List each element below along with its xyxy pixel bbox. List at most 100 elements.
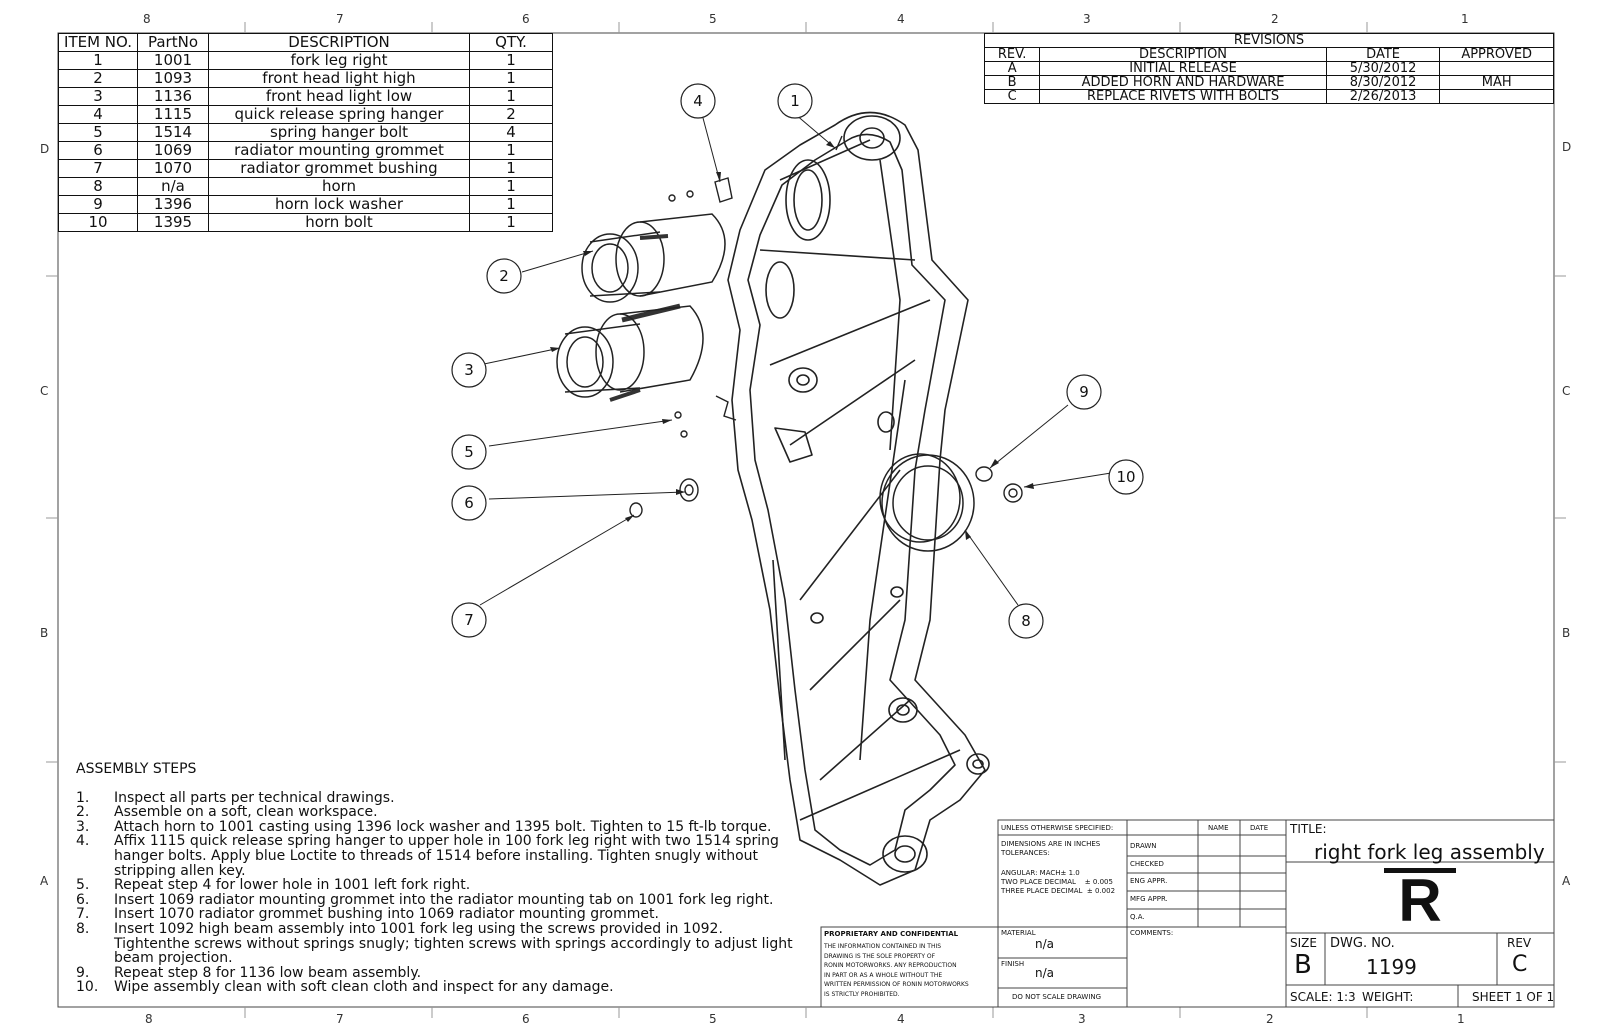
tb-mfg-appr: MFG APPR. bbox=[1130, 895, 1168, 903]
zone-bottom-5: 5 bbox=[709, 1012, 717, 1026]
balloon-label-7: 7 bbox=[464, 611, 474, 629]
zone-bottom-8: 8 bbox=[145, 1012, 153, 1026]
bom-description: fork leg right bbox=[208, 51, 470, 70]
bom-qty: 1 bbox=[469, 195, 553, 214]
zone-top-4: 4 bbox=[897, 12, 905, 26]
zone-left-a: A bbox=[40, 874, 49, 888]
assembly-step: 9. Repeat step 8 for 1136 low beam assemb… bbox=[76, 964, 796, 981]
zone-top-6: 6 bbox=[522, 12, 530, 26]
assembly-step-number: 10. bbox=[76, 979, 99, 996]
tb-eng-appr: ENG APPR. bbox=[1130, 877, 1168, 885]
bom-item-no: 8 bbox=[58, 177, 138, 196]
tb-finish-label: FINISH bbox=[1001, 960, 1025, 968]
zone-left-b: B bbox=[40, 626, 49, 640]
bom-description: spring hanger bolt bbox=[208, 123, 470, 142]
bom-description: horn bbox=[208, 177, 470, 196]
rev-description: INITIAL RELEASE bbox=[1039, 61, 1327, 76]
assembly-step-text: Inspect all parts per technical drawings… bbox=[114, 789, 395, 806]
rev-date: 8/30/2012 bbox=[1325, 75, 1441, 90]
zone-left-d: D bbox=[40, 142, 50, 156]
assembly-step: 8.Insert 1092 high beam assembly into 10… bbox=[76, 922, 796, 966]
tb-tolerances: TOLERANCES: bbox=[1001, 849, 1050, 857]
tb-dims: DIMENSIONS ARE IN INCHES bbox=[1001, 840, 1101, 848]
bom-qty: 4 bbox=[469, 123, 553, 142]
assembly-step-text: Affix 1115 quick release spring hanger t… bbox=[114, 833, 779, 879]
title-block-lines bbox=[820, 819, 1555, 1008]
assembly-step: 6. Insert 1069 radiator mounting grommet … bbox=[76, 891, 796, 908]
zone-bottom-7: 7 bbox=[336, 1012, 344, 1026]
balloon-label-9: 9 bbox=[1079, 383, 1089, 401]
bom-qty: 1 bbox=[469, 159, 553, 178]
balloon-label-5: 5 bbox=[464, 443, 474, 461]
balloon-label-10: 10 bbox=[1116, 468, 1136, 486]
bom-part-no: 1396 bbox=[137, 195, 209, 214]
company-logo: R bbox=[1384, 868, 1456, 931]
balloon-leaders bbox=[479, 113, 1112, 606]
assembly-step-text: Insert 1092 high beam assembly into 1001… bbox=[114, 920, 793, 967]
rev-header-approved: APPROVED bbox=[1439, 47, 1554, 62]
bom-item-no: 9 bbox=[58, 195, 138, 214]
assembly-step-number: 7. bbox=[76, 906, 90, 923]
zone-bottom-3: 3 bbox=[1078, 1012, 1086, 1026]
tb-title-label: TITLE: bbox=[1290, 822, 1327, 836]
rev-description: REPLACE RIVETS WITH BOLTS bbox=[1039, 89, 1327, 104]
tb-comments: COMMENTS: bbox=[1130, 929, 1174, 937]
tb-drawn: DRAWN bbox=[1130, 842, 1157, 850]
bom-item-no: 2 bbox=[58, 69, 138, 88]
headlight-low bbox=[556, 305, 704, 402]
assembly-step-number: 6. bbox=[76, 891, 90, 908]
assembly-step: 4.Affix 1115 quick release spring hanger… bbox=[76, 834, 796, 878]
assembly-step-text: Assemble on a soft, clean workspace. bbox=[114, 804, 378, 821]
bom-qty: 1 bbox=[469, 87, 553, 106]
bom-header-row: ITEM NO. PartNo DESCRIPTION QTY. bbox=[58, 33, 553, 52]
assembly-step-text: Repeat step 8 for 1136 low beam assembly… bbox=[114, 964, 422, 981]
bom-part-no: 1136 bbox=[137, 87, 209, 106]
bom-description: front head light high bbox=[208, 69, 470, 88]
assembly-step-number: 9. bbox=[76, 964, 90, 981]
bom-description: horn bolt bbox=[208, 213, 470, 232]
zone-top-1: 1 bbox=[1461, 12, 1469, 26]
bom-qty: 1 bbox=[469, 69, 553, 88]
bom-part-no: 1093 bbox=[137, 69, 209, 88]
assembly-step-text: Insert 1069 radiator mounting grommet in… bbox=[114, 891, 774, 908]
zone-top-5: 5 bbox=[709, 12, 717, 26]
assembly-step-number: 5. bbox=[76, 877, 90, 894]
rev-approved: MAH bbox=[1439, 75, 1554, 90]
assembly-step: 10.Wipe assembly clean with soft clean c… bbox=[76, 980, 796, 995]
zone-top-8: 8 bbox=[143, 12, 151, 26]
bom-qty: 1 bbox=[469, 177, 553, 196]
tb-dwg-label: DWG. NO. bbox=[1330, 936, 1395, 951]
rev-header-date: DATE bbox=[1325, 47, 1441, 62]
rev-description: ADDED HORN AND HARDWARE bbox=[1039, 75, 1327, 90]
bom-description: front head light low bbox=[208, 87, 470, 106]
assembly-steps-heading: ASSEMBLY STEPS bbox=[76, 761, 197, 777]
assembly-step-number: 1. bbox=[76, 789, 90, 806]
revisions-header-row: REV. DESCRIPTION DATE APPROVED bbox=[983, 47, 1554, 62]
tb-name-header: NAME bbox=[1208, 824, 1229, 832]
bom-header-qty: QTY. bbox=[469, 33, 553, 52]
zone-bottom-1: 1 bbox=[1457, 1012, 1465, 1026]
tb-do-not-scale: DO NOT SCALE DRAWING bbox=[1012, 993, 1102, 1001]
balloon-label-3: 3 bbox=[464, 361, 474, 379]
bom-qty: 1 bbox=[469, 141, 553, 160]
bom-part-no: n/a bbox=[137, 177, 209, 196]
zone-bottom-6: 6 bbox=[522, 1012, 530, 1026]
bom-item-no: 10 bbox=[58, 213, 138, 232]
bom-item-no: 1 bbox=[58, 51, 138, 70]
tb-scale: SCALE: 1:3 bbox=[1290, 990, 1356, 1004]
fork-leg-casting bbox=[727, 111, 990, 886]
bom-description: quick release spring hanger bbox=[208, 105, 470, 124]
bom-description: radiator grommet bushing bbox=[208, 159, 470, 178]
tb-dwg-value: 1199 bbox=[1366, 955, 1417, 979]
tb-date-header: DATE bbox=[1250, 824, 1269, 832]
drawing-title: right fork leg assembly bbox=[1314, 840, 1545, 864]
